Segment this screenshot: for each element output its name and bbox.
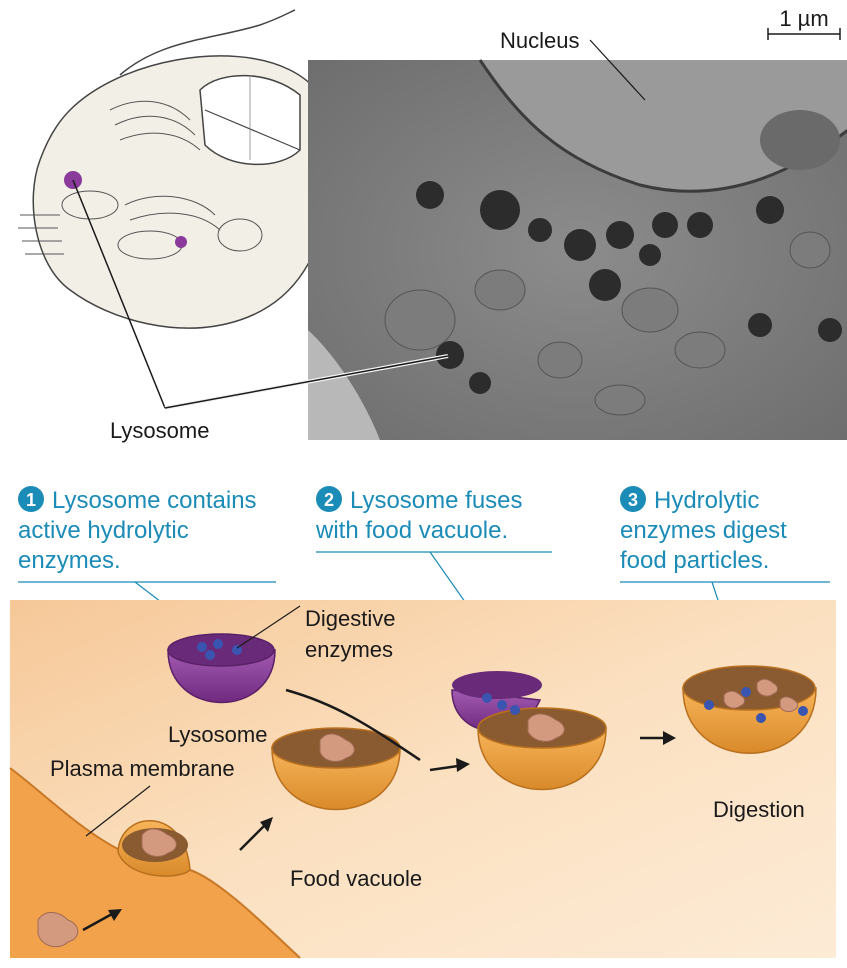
food-vacuole (271, 727, 401, 811)
arrow-pocket-to-vacuole (239, 825, 265, 851)
step-1-badge (18, 486, 44, 512)
step-1-caption: 1 Lysosome contains active hydrolytic en… (18, 486, 276, 643)
lysosome-leader-line (164, 355, 449, 409)
step-1-line-1: Lysosome contains (52, 487, 257, 514)
svg-text:3: 3 (628, 490, 638, 510)
digestive-enzymes-label-line-1: Digestive (305, 606, 395, 631)
plasma-membrane-leader-line (85, 785, 151, 837)
phagocytosis-panel (9, 600, 836, 959)
digestion-label: Digestion (713, 797, 805, 822)
step-3-line-1: Hydrolytic (654, 487, 759, 514)
food-vacuole-label: Food vacuole (290, 866, 422, 891)
arrow-vacuole-to-fusion (429, 764, 459, 772)
lysosome-cup (167, 633, 276, 704)
svg-text:1: 1 (26, 490, 36, 510)
scale-bar-label: 1 µm (779, 6, 828, 31)
step-2-caption: 2 Lysosome fuses with food vacuole. (315, 486, 552, 688)
step-3-caption: 3 Hydrolytic enzymes digest food particl… (620, 486, 830, 675)
step-2-line-1: Lysosome fuses (350, 487, 523, 514)
svg-text:2: 2 (324, 490, 334, 510)
arrow-food-to-pocket (82, 912, 113, 932)
fusing-vacuole (451, 671, 607, 791)
digestion-vacuole (682, 665, 817, 754)
arrow-lysosome-to-fusion (285, 688, 421, 762)
step-2-badge (316, 486, 342, 512)
food-particle (37, 912, 79, 948)
nucleus-leader-line (589, 39, 646, 101)
step-3-line-3: food particles. (620, 547, 769, 574)
digestive-enzymes-label-line-2: enzymes (305, 637, 393, 662)
food-particle (319, 733, 355, 762)
micrograph (308, 59, 847, 440)
step-1-line-2: active hydrolytic (18, 517, 189, 544)
lysosome-top-label: Lysosome (110, 418, 209, 443)
lysosome-bottom-label: Lysosome (168, 722, 267, 747)
step-3-line-2: enzymes digest (620, 517, 787, 544)
step-3-badge (620, 486, 646, 512)
cell-illustration (18, 9, 339, 329)
step-2-line-2: with food vacuole. (315, 517, 508, 544)
lysosome-leader-line (72, 179, 166, 409)
scale-bar: 1 µm (767, 6, 841, 40)
food-particle (141, 828, 177, 857)
nucleus-label: Nucleus (500, 28, 579, 53)
step-1-line-3: enzymes. (18, 547, 121, 574)
lysosome-marker (175, 236, 187, 248)
plasma-membrane-label: Plasma membrane (50, 756, 235, 781)
food-particle (527, 713, 565, 742)
enzymes-leader-line (236, 605, 301, 649)
process-arrows (82, 688, 664, 932)
